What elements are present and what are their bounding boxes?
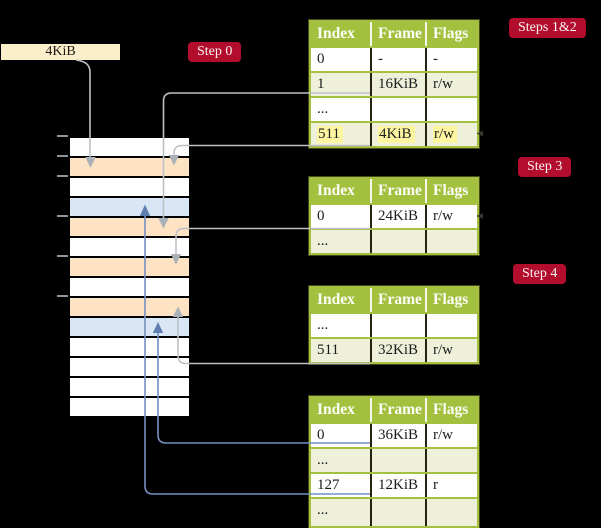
column-header: Frame [372, 22, 427, 46]
table-cell: r/w [427, 123, 477, 146]
memory-tick [57, 255, 68, 257]
table-cell: ... [311, 499, 372, 526]
table-row: 0-- [311, 48, 477, 73]
memory-tick [57, 135, 68, 137]
memory-tick [57, 215, 68, 217]
column-header: Frame [372, 398, 427, 422]
table-cell [427, 98, 477, 121]
table-cell: 12KiB [372, 474, 427, 497]
table-cell [372, 449, 427, 472]
memory-cell-9 [70, 318, 189, 338]
column-header: Frame [372, 179, 427, 203]
table-cell: - [433, 51, 438, 67]
table-cell: r/w [433, 76, 453, 92]
table-cell: 1 [311, 73, 372, 96]
table-cell: r/w [433, 342, 453, 358]
memory-cell-8 [70, 298, 189, 318]
memory-cell-11 [70, 358, 189, 378]
table-cell: 36KiB [372, 424, 427, 447]
highlighted-value: 511 [317, 126, 343, 143]
table-cell: 0 [311, 205, 372, 228]
memory-cell-12 [70, 378, 189, 398]
table-cell: ... [311, 230, 372, 253]
frame-box-4kib: 4KiB [1, 44, 120, 60]
step-label-4: Step 4 [513, 264, 567, 284]
memory-tick [57, 175, 68, 177]
table-row: ... [311, 499, 477, 526]
memory-cell-4 [70, 218, 189, 238]
column-header: Index [311, 288, 372, 312]
table-row: ... [311, 230, 477, 253]
table-cell: ... [311, 98, 372, 121]
table-cell: 32KiB [372, 339, 427, 362]
table-row: ... [311, 449, 477, 474]
step-label-0: Step 0 [188, 42, 242, 62]
highlighted-value: 4KiB [378, 126, 415, 143]
memory-cell-3 [70, 198, 189, 218]
table-cell: r [433, 477, 438, 493]
step-label-1-2: Steps 1&2 [509, 18, 586, 38]
table-row: ... [311, 314, 477, 339]
table-cell [372, 499, 427, 526]
column-header: Index [311, 22, 372, 46]
column-header: Flags [433, 291, 469, 308]
memory-tick [57, 295, 68, 297]
memory-cell-1 [70, 158, 189, 178]
memory-cell-13 [70, 398, 189, 416]
column-header: Flags [433, 182, 469, 199]
table-cell [372, 230, 427, 253]
table-cell: - [372, 48, 427, 71]
table-row: ... [311, 98, 477, 123]
table-cell [372, 98, 427, 121]
table-cell: 511 [311, 339, 372, 362]
memory-tick [57, 155, 68, 157]
column-header: Frame [372, 288, 427, 312]
table-cell: 511 [311, 123, 372, 146]
table-cell: 0 [311, 424, 372, 447]
memory-cell-2 [70, 178, 189, 198]
table-cell [427, 449, 477, 472]
table-cell: 4KiB [372, 123, 427, 146]
memory-cell-7 [70, 278, 189, 298]
table-cell: r/w [433, 208, 453, 224]
table-cell [372, 314, 427, 337]
table-cell [427, 314, 477, 337]
table-cell [427, 230, 477, 253]
memory-cell-0 [70, 138, 189, 158]
table-cell: ... [311, 449, 372, 472]
memory-cell-6 [70, 258, 189, 278]
table-cell: 127 [311, 474, 372, 497]
table-cell: r/w [433, 427, 453, 443]
column-header: Flags [433, 401, 469, 418]
column-header: Index [311, 398, 372, 422]
highlighted-value: r/w [433, 126, 457, 143]
table-cell [427, 499, 477, 526]
table-cell: 0 [311, 48, 372, 71]
column-header: Flags [433, 25, 469, 42]
table-cell: 24KiB [372, 205, 427, 228]
table-cell: 16KiB [372, 73, 427, 96]
table-row: 511 4KiB r/w [311, 123, 477, 146]
table-cell: ... [311, 314, 372, 337]
step-label-3: Step 3 [518, 157, 572, 177]
memory-cell-10 [70, 338, 189, 358]
physical-memory-strip [68, 136, 191, 418]
column-header: Index [311, 179, 372, 203]
memory-cell-5 [70, 238, 189, 258]
